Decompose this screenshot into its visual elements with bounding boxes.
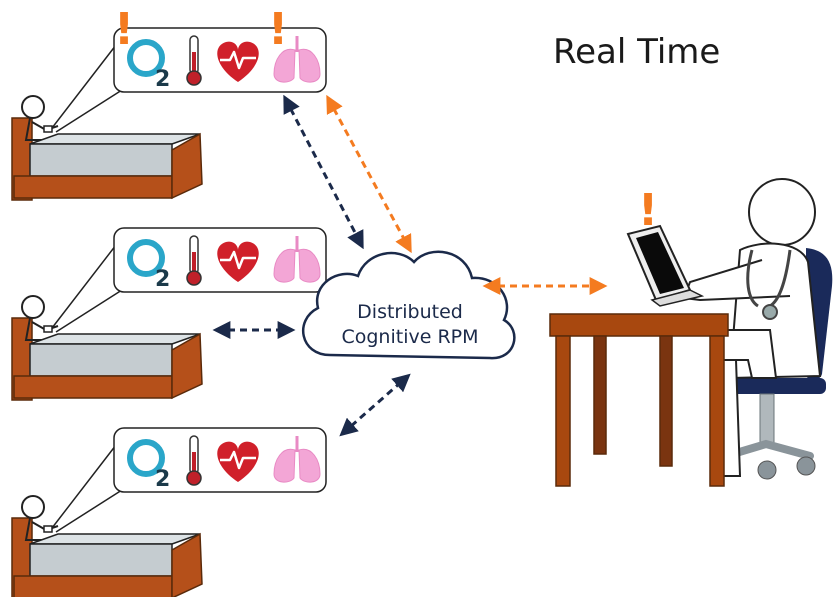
link-arrow-patient-1-orange [326, 94, 412, 254]
page-title: Real Time [553, 32, 721, 72]
vitals-panel-1 [114, 28, 326, 92]
o2-alert-icon: ! [114, 4, 134, 55]
link-arrow-patient-3 [339, 373, 411, 437]
vitals-panel-3 [114, 428, 326, 492]
patient-3 [11, 428, 326, 601]
chair-seat [716, 378, 826, 394]
link-arrow-patient-1-navy [283, 94, 364, 250]
patient-1: ! ! [11, 4, 326, 201]
clinician-head [748, 178, 816, 246]
cloud-label-line2: Cognitive RPM [341, 326, 478, 348]
clinician-alert-icon: ! [638, 185, 658, 236]
cloud-icon [301, 250, 516, 360]
lungs-alert-icon: ! [268, 4, 288, 55]
cloud: Distributed Cognitive RPM [301, 250, 516, 360]
cloud-label-line1: Distributed [357, 301, 463, 323]
clinician: ! [549, 178, 833, 487]
vitals-panel-2 [114, 228, 326, 292]
patient-2 [11, 228, 326, 401]
desk [549, 313, 729, 337]
laptop-icon [626, 224, 705, 307]
